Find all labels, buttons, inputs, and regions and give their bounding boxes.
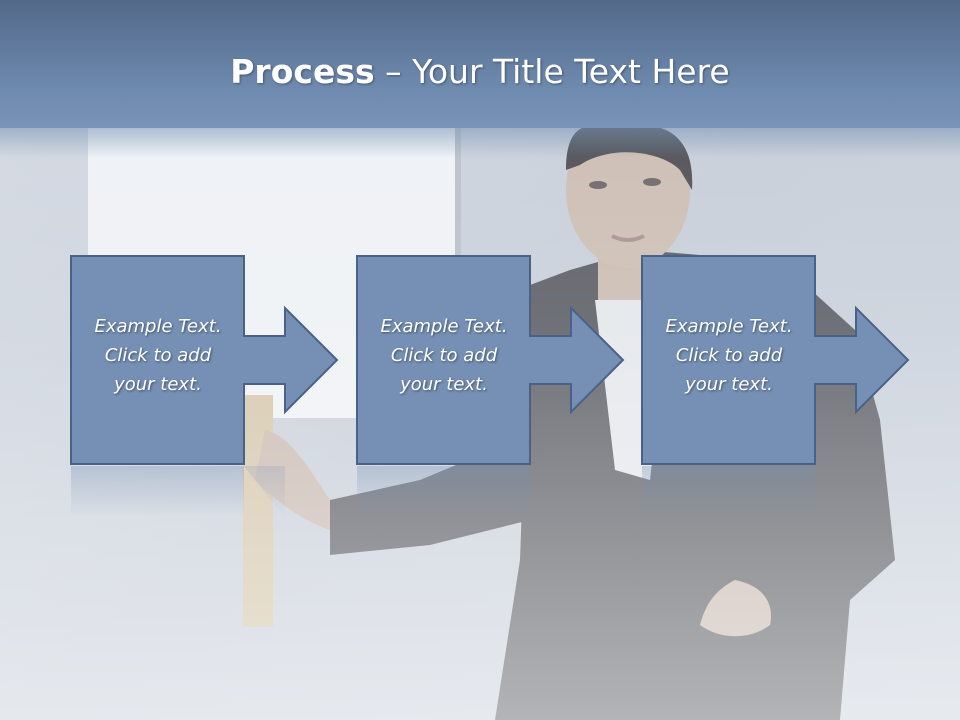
process-step-1-text[interactable]: Example Text. Click to add your text. xyxy=(73,312,243,399)
slide-title[interactable]: Process – Your Title Text Here xyxy=(0,52,960,91)
slide-title-rest: – Your Title Text Here xyxy=(374,52,730,91)
process-step-3[interactable]: Example Text. Click to add your text. xyxy=(641,255,960,516)
process-step-3-arrow-shape xyxy=(641,255,910,516)
step-text-line: your text. xyxy=(114,374,202,395)
process-step-2[interactable]: Example Text. Click to add your text. xyxy=(356,255,697,516)
process-step-2-arrow-shape xyxy=(356,255,625,516)
process-step-1-arrow-shape xyxy=(70,255,339,518)
process-step-1[interactable]: Example Text. Click to add your text. xyxy=(70,255,411,518)
step-text-line: Click to add xyxy=(390,345,498,366)
slide-title-bold: Process xyxy=(230,52,375,91)
step-text-line: your text. xyxy=(400,374,488,395)
step-text-line: Example Text. xyxy=(380,316,508,337)
step-text-line: Example Text. xyxy=(94,316,222,337)
title-bar xyxy=(0,0,960,128)
step-text-line: your text. xyxy=(685,374,773,395)
process-step-2-text[interactable]: Example Text. Click to add your text. xyxy=(359,312,529,399)
title-bar-fade xyxy=(0,128,960,158)
step-text-line: Click to add xyxy=(104,345,212,366)
process-step-3-text[interactable]: Example Text. Click to add your text. xyxy=(644,312,814,399)
step-text-line: Click to add xyxy=(675,345,783,366)
step-text-line: Example Text. xyxy=(665,316,793,337)
